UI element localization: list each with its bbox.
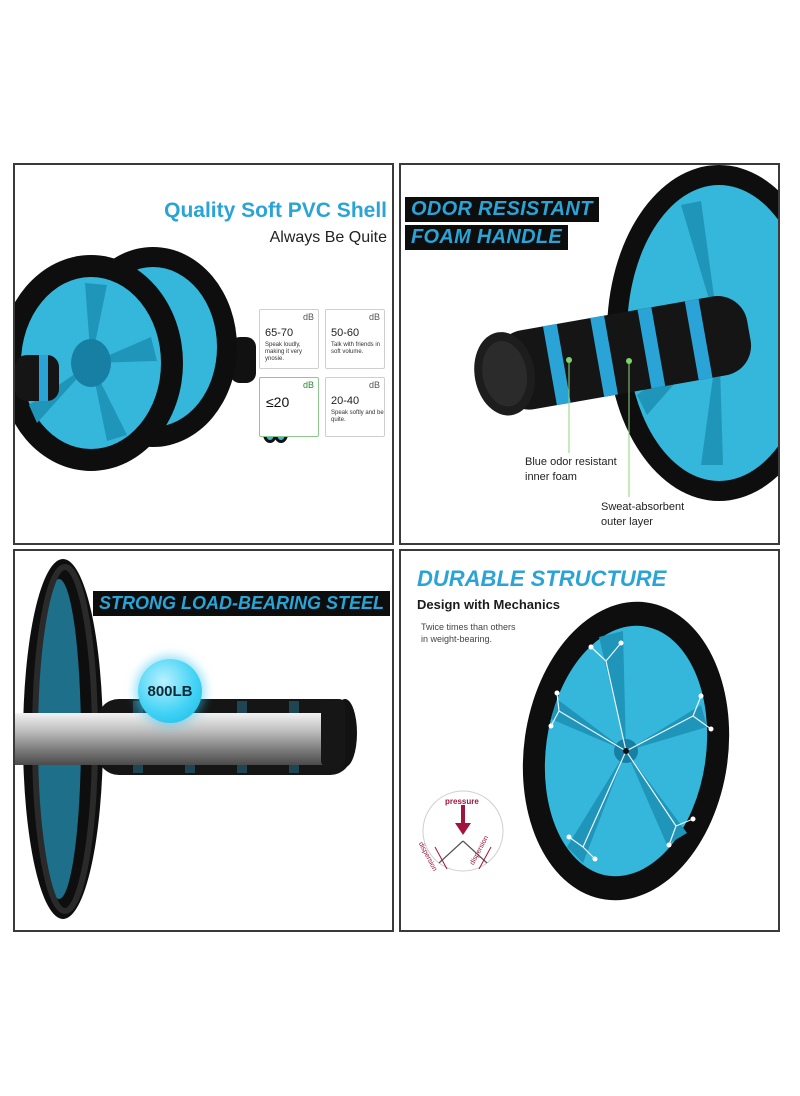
inner-foam-note: Blue odor resistant inner foam (525, 455, 617, 485)
db-range: 50-60 (331, 327, 360, 339)
db-range: 20-40 (331, 395, 360, 407)
db-desc: Speak loudly, making it very ynosie. (265, 342, 303, 362)
foam-handle-image (474, 165, 778, 501)
inner-foam-note-line1: Blue odor resistant (525, 456, 617, 468)
panel4-description: Twice times than others in weight-bearin… (421, 621, 516, 645)
db-unit: dB (302, 312, 314, 322)
db-unit: dB (368, 312, 380, 322)
panel4-subtitle: Design with Mechanics (417, 597, 561, 612)
db-desc: Talk with friends in soft volume. (331, 342, 381, 355)
panel4-title: DURABLE STRUCTURE (417, 566, 667, 591)
noise-card-50-60: dB 50-60 Talk with friends in soft volum… (325, 309, 385, 369)
panel4-description-line1: Twice times than others (421, 622, 516, 632)
db-unit: dB (368, 380, 380, 390)
panel-quiet-wheel: Quality Soft PVC Shell Always Be Quite d… (13, 163, 394, 545)
diagram-pressure-label: pressure (445, 797, 479, 806)
outer-layer-note: Sweat-absorbent outer layer (601, 500, 684, 530)
panel2-title-line1: ODOR RESISTANT (405, 197, 599, 222)
panel1-title: Quality Soft PVC Shell (164, 199, 387, 222)
panel-foam-handle: ODOR RESISTANT FOAM HANDLE Blue odor res… (399, 163, 780, 545)
steel-bar-image (15, 559, 357, 919)
noise-card-65-70: dB 65-70 Speak loudly, making it very yn… (259, 309, 319, 369)
panel-durable-structure: DURABLE STRUCTURE Design with Mechanics … (399, 549, 780, 932)
wheel-structure-image (422, 601, 730, 901)
inner-foam-note-line2: inner foam (525, 471, 577, 483)
noise-card-20-40: dB 20-40 Speak softly and be quite. (325, 377, 385, 437)
panel4-description-line2: in weight-bearing. (421, 634, 493, 644)
panel-steel-bar: STRONG LOAD-BEARING STEEL 800LB (13, 549, 394, 932)
load-badge: 800LB (138, 659, 202, 723)
db-range: ≤20 (266, 394, 290, 410)
panel3-title: STRONG LOAD-BEARING STEEL (93, 591, 391, 616)
outer-layer-note-line2: outer layer (601, 516, 653, 528)
noise-card-20: dB ≤20 (259, 377, 319, 437)
load-badge-label: 800LB (147, 682, 193, 700)
db-unit: dB (302, 380, 314, 390)
panel2-title-line2: FOAM HANDLE (405, 225, 569, 250)
db-desc: Speak softly and be quite. (331, 410, 384, 423)
outer-layer-note-line1: Sweat-absorbent (601, 501, 685, 513)
db-range: 65-70 (265, 327, 294, 339)
panel1-subtitle: Always Be Quite (269, 229, 387, 246)
